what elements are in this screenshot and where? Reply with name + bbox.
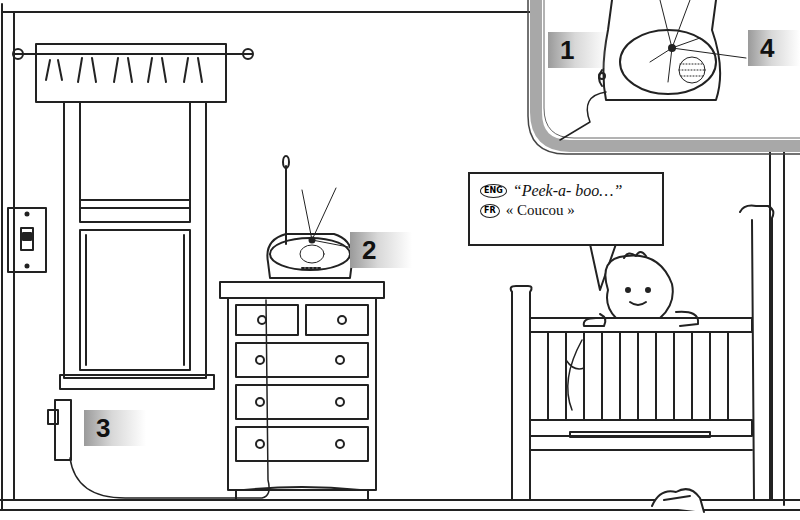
callout-number: 4 bbox=[748, 30, 800, 66]
room-walls bbox=[0, 4, 800, 510]
dresser bbox=[220, 282, 384, 500]
callout-number: 1 bbox=[548, 32, 608, 68]
language-badge: FR bbox=[480, 204, 500, 218]
toy-on-floor bbox=[652, 489, 704, 512]
inset-panel bbox=[528, 0, 800, 154]
speech-row: ENG “Peek-a- boo…” bbox=[480, 182, 652, 200]
window bbox=[13, 44, 253, 389]
baby bbox=[566, 252, 698, 410]
callout-number: 3 bbox=[84, 410, 146, 446]
language-badge: ENG bbox=[480, 184, 507, 198]
light-switch bbox=[8, 208, 46, 272]
speech-bubble: ENG “Peek-a- boo…” FR « Coucou » bbox=[468, 172, 664, 246]
speech-row: FR « Coucou » bbox=[480, 202, 652, 219]
speech-text: “Peek-a- boo…” bbox=[513, 182, 623, 200]
callout-number: 2 bbox=[350, 232, 412, 268]
speech-text: « Coucou » bbox=[506, 202, 575, 219]
crib bbox=[511, 206, 774, 500]
